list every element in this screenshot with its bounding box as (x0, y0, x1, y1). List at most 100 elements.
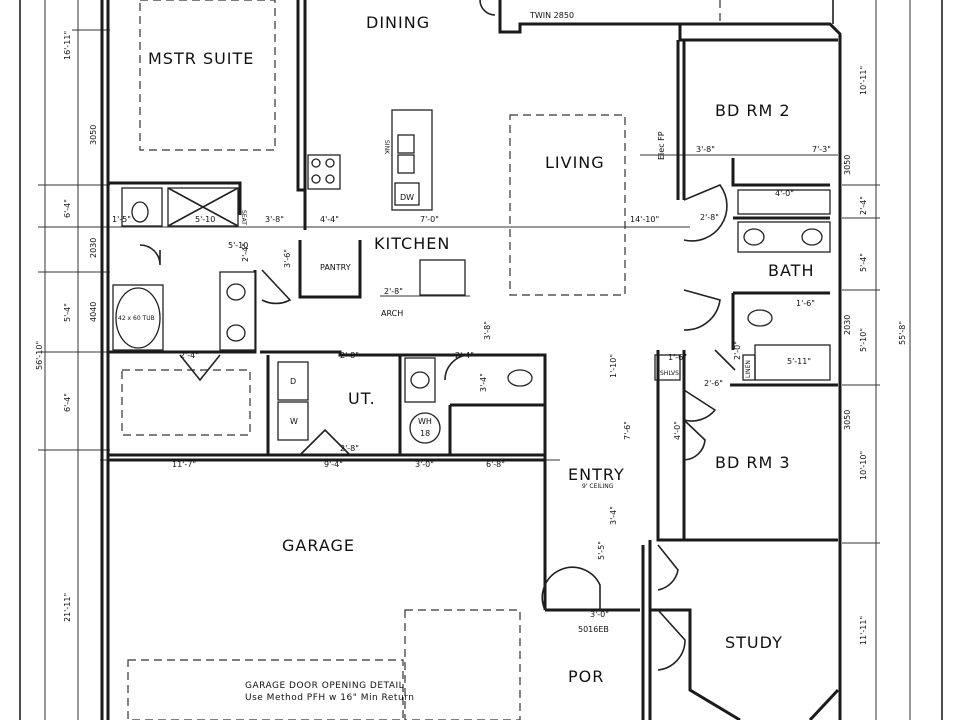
door-swing (683, 184, 728, 242)
dashed-outlines (121, 0, 721, 720)
wh-label: WH (418, 417, 432, 426)
dim-label: 2030 (843, 315, 852, 335)
dim-label: 5'-10 (228, 241, 248, 250)
dim-label: 16'-11" (63, 31, 72, 60)
tub-icon (115, 287, 161, 349)
room-label-study: STUDY (725, 633, 783, 652)
dim-label: 1'-6" (668, 353, 687, 362)
dim-label: 3050 (89, 125, 98, 145)
shower-dim-label: 5'-10 (195, 215, 215, 224)
door-swing (444, 354, 471, 381)
room-label-por: POR (568, 667, 604, 686)
dim-label: 2'-8" (700, 213, 719, 222)
dim-label: 2'-6" (704, 379, 723, 388)
dim-label: 4'-0" (673, 421, 682, 440)
pantry-label: PANTRY (320, 263, 351, 272)
sink-icon (226, 283, 246, 301)
dim-label: 14'-10" (630, 215, 659, 224)
dim-label: 4040 (89, 302, 98, 322)
room-label-living: LIVING (545, 153, 605, 172)
sheet-border (19, 0, 943, 720)
walls (100, 0, 842, 720)
door-swing (541, 566, 601, 611)
dimension-lines-right (842, 0, 911, 720)
room-label-bd-rm-3: BD RM 3 (715, 453, 791, 472)
washer-label: W (290, 417, 298, 426)
toilet-icon (131, 201, 149, 223)
room-label-bath: BATH (768, 261, 814, 280)
dim-label: 5'-4" (63, 303, 72, 322)
dishwasher-icon (394, 182, 420, 206)
dim-label: 3'-6" (283, 249, 292, 268)
dim-label: 6'-4" (63, 199, 72, 218)
dim-label: 6'-4" (63, 393, 72, 412)
arch-label: ARCH (381, 309, 403, 318)
dim-label: 5'-11" (787, 357, 811, 366)
dim-label: 21'-11" (63, 593, 72, 622)
bathtub-icon (754, 344, 831, 381)
dim-label: 56'-10" (35, 341, 44, 370)
dim-label: 55'-8" (898, 321, 907, 345)
dim-label: 4'-0" (775, 189, 794, 198)
room-label-kitchen: KITCHEN (374, 234, 450, 253)
toilet-icon (747, 309, 773, 327)
garage-door-1 (127, 659, 404, 720)
dim-label: 2'-8" (340, 351, 359, 360)
door-5016eb-label: 5016EB (578, 625, 609, 634)
door-swings (139, 0, 736, 671)
sink-icon (397, 134, 415, 154)
door-swing (657, 544, 679, 591)
dim-label: 5'-5" (597, 541, 606, 560)
dim-label: 3'-4" (479, 373, 488, 392)
washer-icon (277, 401, 309, 441)
sink-icon (226, 324, 246, 342)
dimension-labels: 16'-11" 3050 6'-4" 2030 5'-4" 4040 6'-4"… (35, 31, 907, 645)
dim-label: 5'-10" (859, 328, 868, 352)
door-swing (299, 428, 351, 456)
dim-label: 6'-8" (486, 460, 505, 469)
sink-icon (743, 228, 765, 246)
dryer-icon (277, 361, 309, 401)
dim-label: 11'-11" (859, 616, 868, 645)
shlvs-label: SHLVS (660, 370, 679, 377)
door-swing (261, 269, 292, 305)
dim-label: 2'-0" (733, 341, 742, 360)
dim-label: 9'-4" (324, 460, 343, 469)
dim-label: 2'-8" (340, 444, 359, 453)
dim-label: 2'-4" (859, 196, 868, 215)
door-swing (683, 419, 706, 461)
dim-label: 7'-3" (812, 145, 831, 154)
sink-icon (801, 228, 823, 246)
dim-label: 3050 (843, 410, 852, 430)
toilet-icon (507, 369, 533, 387)
dim-label: 3'-8" (696, 145, 715, 154)
dim-label: 3'-8" (483, 321, 492, 340)
dim-label: 1'-5" (112, 215, 131, 224)
door-swing (179, 354, 221, 382)
dim-label: 3'-0" (415, 460, 434, 469)
dim-label: 10'-11" (859, 66, 868, 95)
water-heater-icon (409, 412, 441, 444)
twin-window-label: TWIN 2850 (529, 11, 574, 20)
dim-label: 3050 (843, 155, 852, 175)
room-label-ut: UT. (348, 389, 376, 408)
entry-ceiling-label: 9' CEILING (582, 483, 614, 490)
dim-label: 10'-10" (859, 451, 868, 480)
dim-label: 4'-4" (320, 215, 339, 224)
fixture-labels: TWIN 2850 PANTRY ARCH 42 x 60 TUB DW SHL… (118, 11, 752, 634)
door-swing (683, 289, 721, 331)
tub-label: 42 x 60 TUB (118, 315, 155, 322)
dim-label: 1'-10" (609, 354, 618, 378)
sink-icon (410, 371, 430, 389)
fridge-icon (419, 259, 466, 296)
mstr-tray-ceiling (139, 0, 276, 151)
door-swing (657, 609, 686, 671)
garage-note-line-2: Use Method PFH w 16" Min Return (245, 693, 414, 703)
dim-label: 2'-8" (384, 287, 403, 296)
dim-label: 2'-4" (455, 351, 474, 360)
dim-label: 3'-8" (265, 215, 284, 224)
dimension-lines-left (38, 0, 110, 720)
garage-note-line-1: GARAGE DOOR OPENING DETAIL (245, 681, 404, 691)
door-swing (714, 349, 736, 371)
dim-label: 2'-4" (180, 351, 199, 360)
